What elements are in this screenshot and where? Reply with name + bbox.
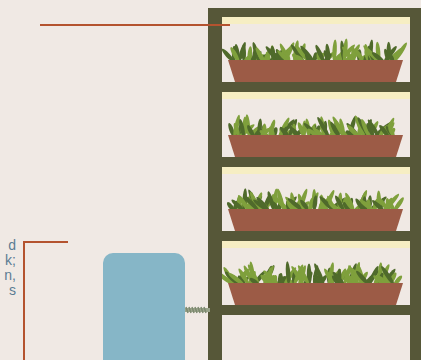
leader-lines (24, 25, 230, 360)
shelf-bar (208, 157, 421, 167)
shelf-frame (208, 8, 421, 360)
grow-light (222, 92, 410, 99)
hose (185, 307, 210, 313)
trays (228, 60, 403, 305)
plant-leaf (313, 263, 326, 286)
tray (228, 209, 403, 231)
callout-text: s (9, 283, 16, 298)
grow-lights (222, 17, 410, 248)
plant-leaf (246, 264, 261, 287)
frame-top (208, 8, 421, 17)
plant-leaf (247, 46, 253, 62)
callout-text: k; (5, 253, 16, 268)
grow-light (222, 241, 410, 248)
grow-light (222, 17, 410, 24)
callout-text: n, (4, 268, 16, 283)
grow-light (222, 167, 410, 174)
plant-leaf (344, 192, 356, 212)
tray (228, 283, 403, 305)
bracket (24, 242, 68, 360)
plant-leaf (238, 118, 246, 137)
tray (228, 135, 403, 157)
leader-line (40, 24, 230, 26)
water-tank (103, 253, 185, 360)
shelf-bar (208, 231, 421, 241)
tray (228, 60, 403, 82)
plant-leaf (325, 44, 332, 63)
plant-leaf (392, 41, 408, 63)
plant-leaf (380, 265, 396, 286)
shelf-bar (208, 82, 421, 92)
plant-leaf (312, 195, 318, 211)
callout-text: d (8, 238, 16, 253)
plant-leaf (316, 116, 331, 138)
plant-leaf (382, 117, 396, 138)
shelf-bar (208, 305, 421, 315)
plant-leaf (296, 264, 311, 286)
